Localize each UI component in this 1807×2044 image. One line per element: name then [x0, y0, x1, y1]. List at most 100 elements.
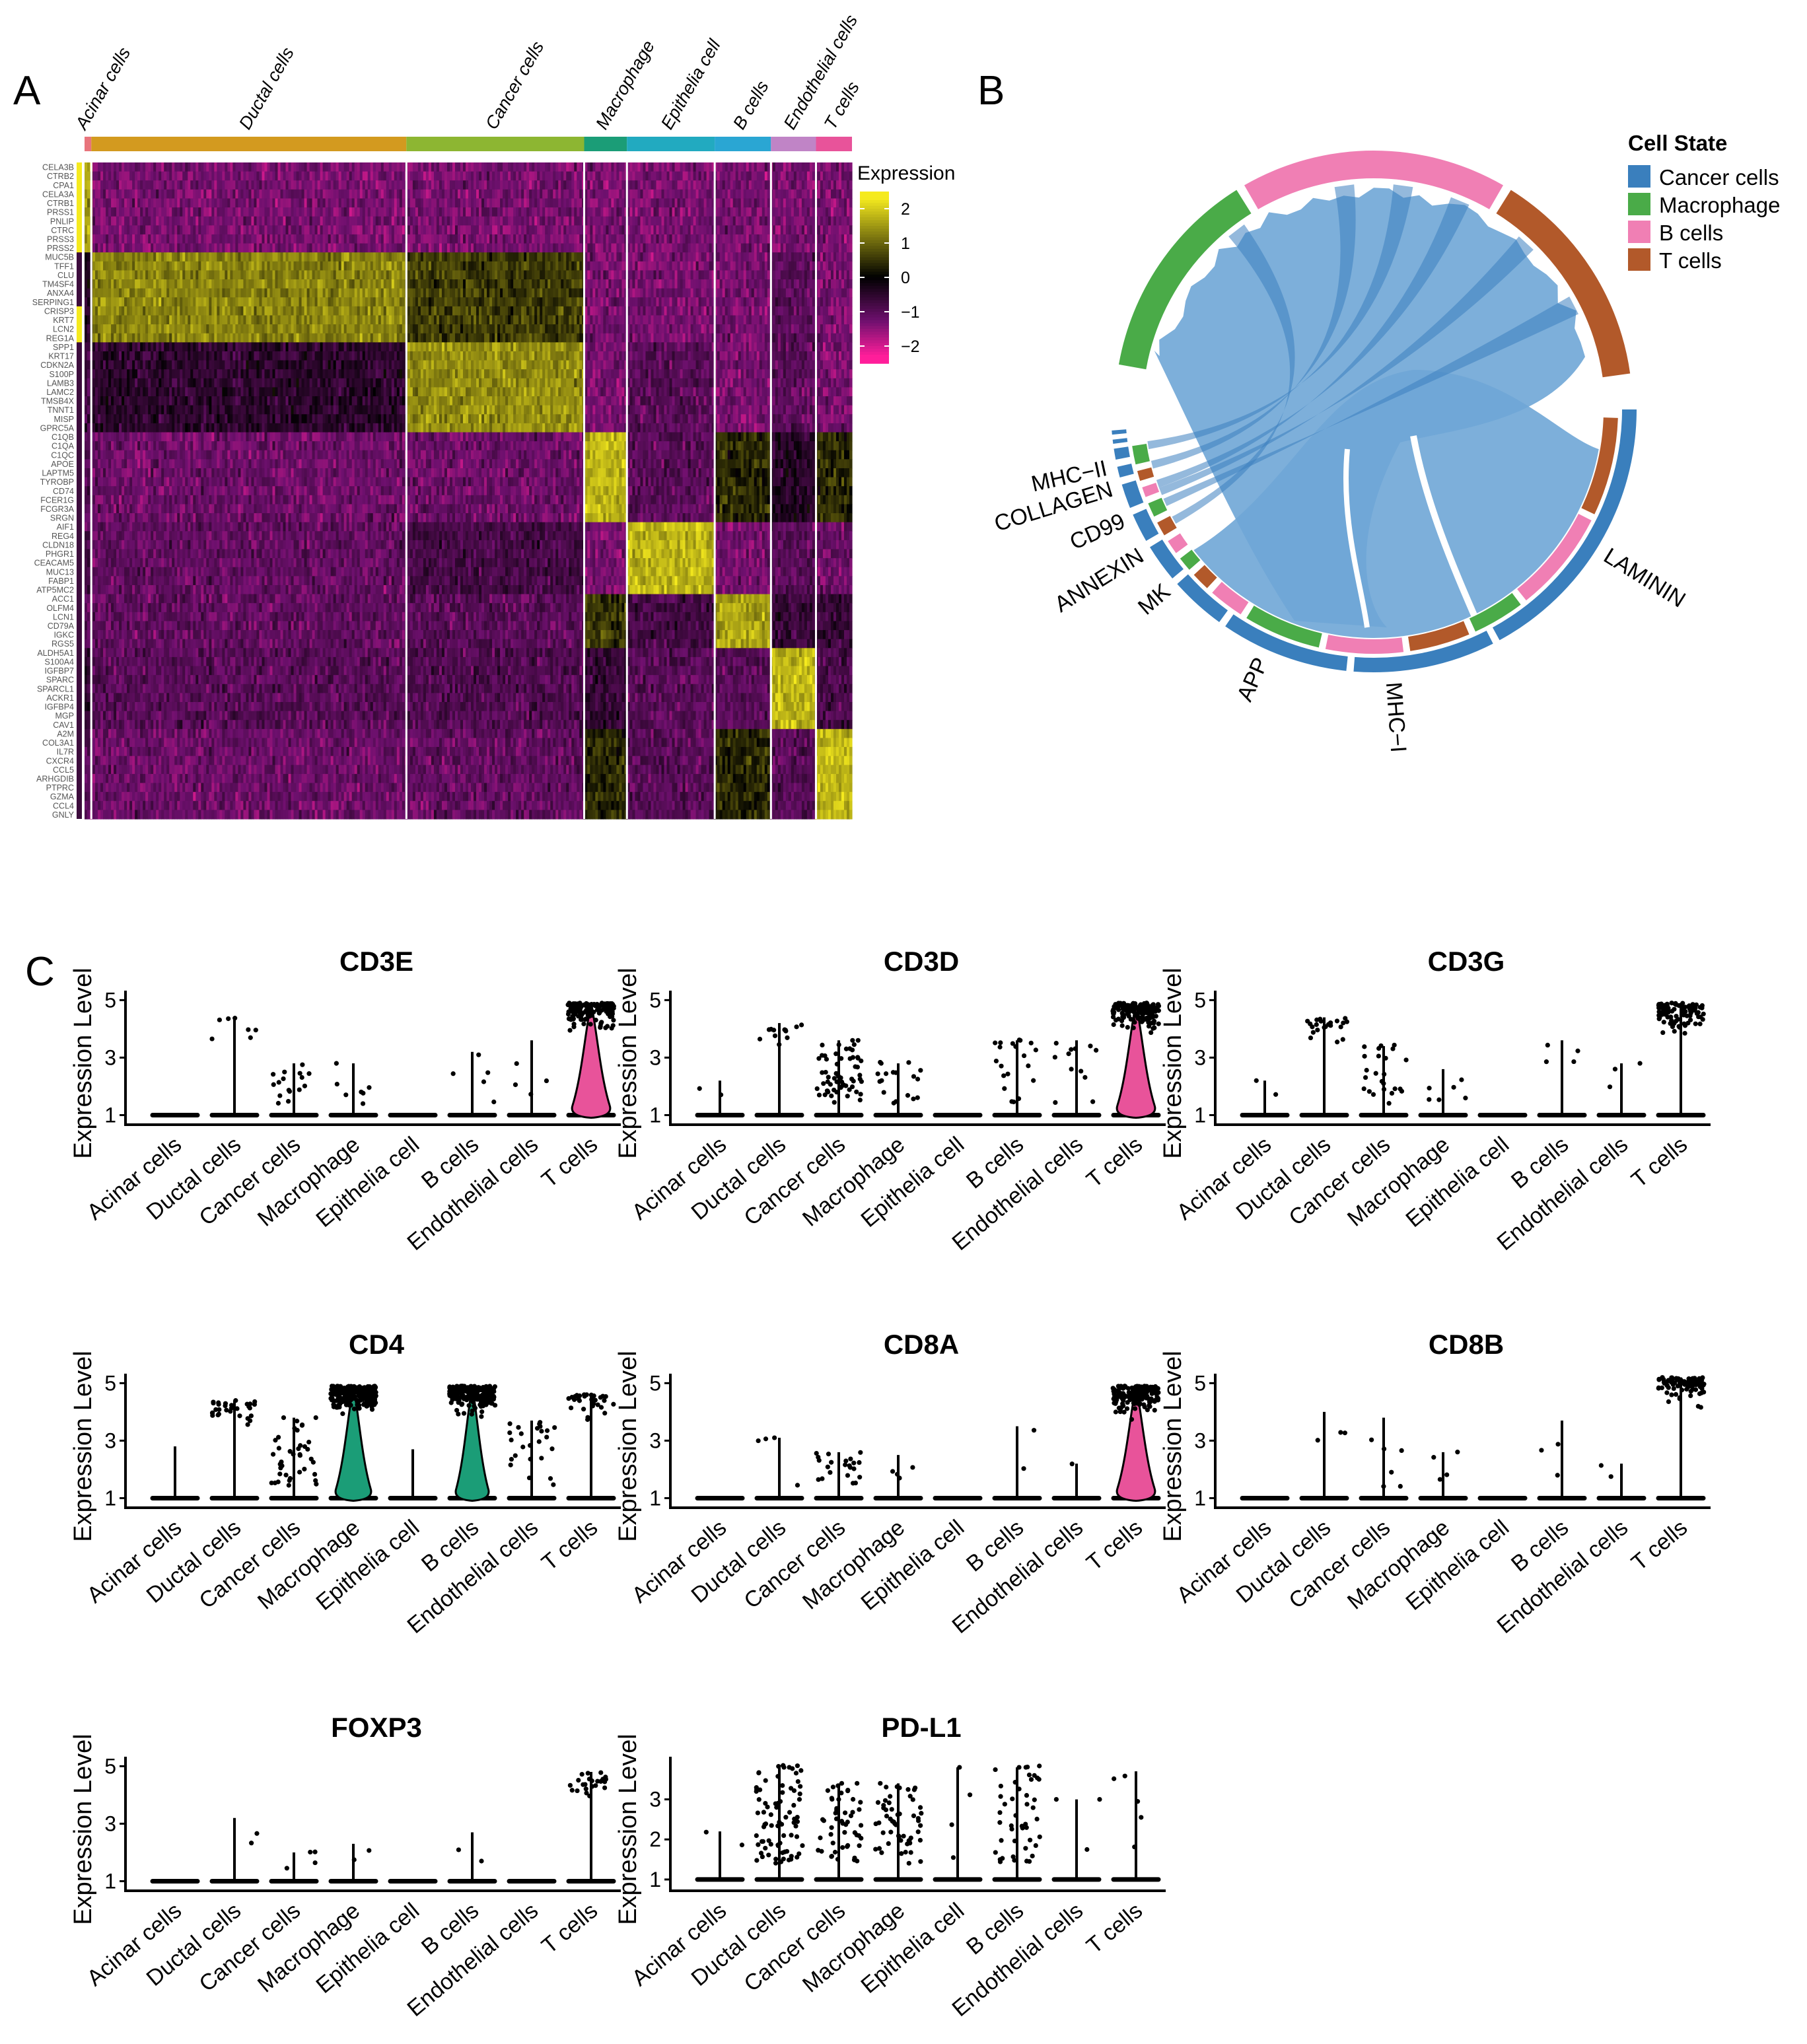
heatmap-cell: [246, 279, 249, 289]
heatmap-cell: [262, 522, 265, 532]
heatmap-cell: [172, 657, 175, 666]
heatmap-cell: [169, 324, 172, 334]
heatmap-cell: [235, 378, 238, 388]
heatmap-cell: [159, 774, 162, 783]
heatmap-cell: [92, 765, 96, 774]
heatmap-cell: [92, 361, 96, 370]
heatmap-cell: [230, 342, 233, 351]
heatmap-cell: [153, 702, 157, 711]
heatmap-cell: [182, 244, 186, 253]
heatmap-cell: [106, 765, 109, 774]
heatmap-cell: [209, 351, 212, 361]
heatmap-cell: [129, 477, 133, 487]
heatmap-cell: [137, 531, 141, 540]
heatmap-cell: [127, 172, 130, 181]
heatmap-cell: [246, 612, 249, 621]
heatmap-cell: [256, 315, 260, 324]
heatmap-cell: [153, 315, 157, 324]
heatmap-cell: [217, 315, 220, 324]
heatmap-cell: [159, 289, 162, 298]
heatmap-cell: [114, 162, 117, 172]
heatmap-cell: [137, 306, 141, 316]
heatmap-cell: [251, 540, 254, 549]
heatmap-cell: [251, 172, 254, 181]
heatmap-cell: [100, 594, 104, 604]
heatmap-cell: [174, 297, 178, 306]
heatmap-cell: [132, 549, 135, 559]
heatmap-cell: [177, 747, 180, 756]
heatmap-cell: [211, 648, 215, 657]
heatmap-cell: [98, 720, 101, 729]
heatmap-cell: [251, 387, 254, 396]
heatmap-cell: [243, 486, 246, 495]
heatmap-cell: [100, 324, 104, 334]
heatmap-cell: [256, 450, 260, 460]
heatmap-cell: [114, 702, 117, 711]
heatmap-cell: [219, 558, 223, 567]
heatmap-cell: [217, 648, 220, 657]
heatmap-cell: [190, 217, 194, 226]
heatmap-cell: [201, 423, 204, 433]
heatmap-cell: [232, 432, 236, 441]
heatmap-cell: [195, 244, 199, 253]
heatmap-cell: [172, 486, 175, 495]
heatmap-cell: [203, 594, 207, 604]
heatmap-cell: [185, 334, 188, 343]
heatmap-cell: [246, 810, 249, 819]
heatmap-cell: [166, 738, 170, 747]
heatmap-cell: [251, 414, 254, 423]
heatmap-cell: [129, 279, 133, 289]
heatmap-cell: [111, 621, 114, 630]
heatmap-cell: [190, 432, 194, 441]
heatmap-cell: [254, 369, 257, 378]
heatmap-cell: [256, 558, 260, 567]
heatmap-cell: [214, 801, 217, 810]
heatmap-cell: [159, 423, 162, 433]
heatmap-cell: [219, 621, 223, 630]
heatmap-cell: [85, 450, 88, 460]
heatmap-cell: [217, 162, 220, 172]
heatmap-cell: [114, 810, 117, 819]
heatmap-cell: [214, 747, 217, 756]
heatmap-cell: [198, 405, 201, 415]
heatmap-cell: [198, 190, 201, 199]
heatmap-cell: [87, 361, 90, 370]
heatmap-cell: [148, 198, 151, 207]
heatmap-cell: [211, 334, 215, 343]
heatmap-cell: [116, 621, 120, 630]
heatmap-cell: [254, 217, 257, 226]
heatmap-cell: [193, 351, 196, 361]
heatmap-cell: [180, 504, 183, 513]
heatmap-cell: [156, 279, 159, 289]
heatmap-cell: [140, 387, 143, 396]
heatmap-cell: [164, 792, 167, 801]
heatmap-cell: [145, 423, 149, 433]
heatmap-cell: [140, 522, 143, 532]
heatmap-cell: [254, 585, 257, 594]
heatmap-cell: [85, 531, 88, 540]
heatmap-cell: [251, 810, 254, 819]
heatmap-cell: [85, 747, 88, 756]
heatmap-cell: [103, 702, 106, 711]
heatmap-cell: [92, 369, 96, 378]
heatmap-cell: [209, 252, 212, 262]
heatmap-cell: [251, 207, 254, 217]
heatmap-cell: [222, 441, 225, 450]
heatmap-cell: [188, 198, 191, 207]
heatmap-cell: [151, 198, 154, 207]
heatmap-cell: [148, 531, 151, 540]
heatmap-cell: [148, 207, 151, 217]
heatmap-cell: [119, 198, 122, 207]
heatmap-cell: [238, 387, 241, 396]
heatmap-cell: [259, 306, 262, 316]
heatmap-cell: [238, 441, 241, 450]
heatmap-cell: [108, 217, 112, 226]
heatmap-cell: [129, 621, 133, 630]
heatmap-cell: [185, 558, 188, 567]
heatmap-cell: [217, 387, 220, 396]
heatmap-cell: [148, 747, 151, 756]
heatmap-cell: [169, 675, 172, 684]
heatmap-cell: [140, 361, 143, 370]
heatmap-cell: [164, 801, 167, 810]
heatmap-cell: [92, 459, 96, 468]
